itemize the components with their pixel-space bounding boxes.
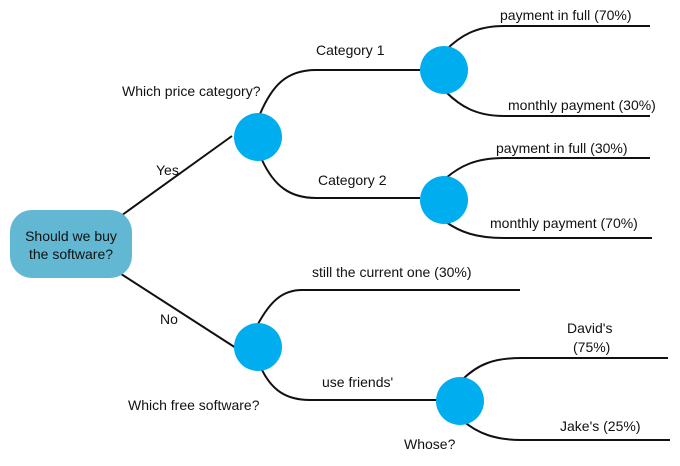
- edge-cat1-monthly: [445, 91, 650, 117]
- david-label-line1: David's: [567, 320, 612, 336]
- david-label-line2: (75%): [573, 339, 610, 355]
- edge-david: [461, 357, 668, 381]
- root-node: [10, 210, 132, 278]
- no-decision-node: [234, 323, 282, 371]
- no-edge-label: No: [160, 311, 178, 327]
- edge-cat1-full: [445, 25, 650, 51]
- edge-friends: [261, 369, 438, 401]
- friends-label: use friends': [322, 374, 393, 390]
- connectors: [117, 25, 670, 441]
- category1-label: Category 1: [316, 42, 385, 58]
- edge-current: [257, 289, 520, 325]
- root-line1: Should we buy: [25, 228, 117, 244]
- root-line2: the software?: [29, 246, 113, 262]
- cat2-monthly-label: monthly payment (70%): [490, 215, 638, 231]
- no-question: Which free software?: [128, 397, 260, 413]
- cat1-full-label: payment in full (70%): [500, 7, 632, 23]
- edge-category1: [259, 69, 422, 115]
- edge-cat2-monthly: [445, 221, 652, 239]
- category2-node: [420, 176, 468, 224]
- yes-decision-node: [234, 113, 282, 161]
- yes-edge-label: Yes: [156, 162, 179, 178]
- category1-node: [420, 46, 468, 94]
- edge-category2: [261, 159, 420, 199]
- current-software-label: still the current one (30%): [312, 264, 472, 280]
- friends-node: [436, 377, 484, 425]
- edge-jake: [461, 419, 670, 441]
- cat1-monthly-label: monthly payment (30%): [508, 97, 656, 113]
- category2-label: Category 2: [318, 172, 387, 188]
- whose-question: Whose?: [404, 436, 456, 452]
- edge-cat2-full: [445, 157, 650, 179]
- jake-label: Jake's (25%): [560, 418, 640, 434]
- edge-yes: [117, 135, 233, 219]
- cat2-full-label: payment in full (30%): [496, 140, 628, 156]
- edge-no: [117, 271, 237, 349]
- yes-question: Which price category?: [122, 83, 261, 99]
